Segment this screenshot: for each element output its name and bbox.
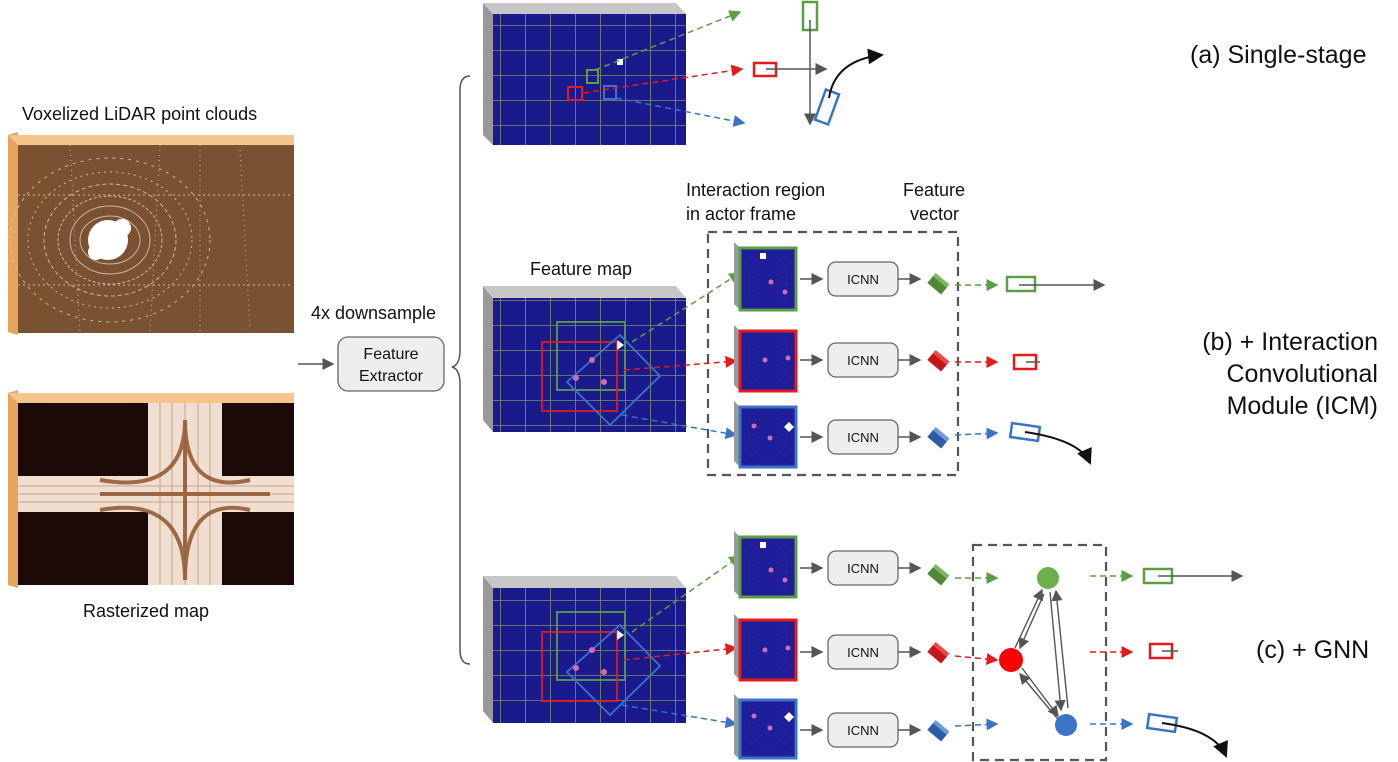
feature-extractor-box: [337, 336, 445, 392]
arrow-a-red: [582, 64, 744, 94]
gnn-node-blue: [1055, 714, 1077, 736]
region-b-green: [734, 242, 798, 312]
output-a: [752, 0, 884, 127]
region-c-red: [734, 614, 798, 682]
arrow-c-green: [631, 555, 742, 633]
lidar-image: [8, 132, 294, 335]
feature-vector-b-blue: [927, 426, 950, 449]
feature-vector-c-red: [927, 641, 950, 664]
feature-map-a: [483, 3, 686, 145]
feature-extractor-label-1: Feature: [363, 346, 418, 363]
region-b-red: [734, 325, 798, 393]
feature-map-label: Feature map: [530, 259, 633, 279]
feature-vector-c-blue: [927, 719, 950, 742]
lidar-title: Voxelized LiDAR point clouds: [22, 104, 258, 124]
icnn-label-b3: ICNN: [847, 430, 879, 445]
icnn-label-b1: ICNN: [847, 272, 879, 287]
icnn-label-c3: ICNN: [847, 723, 879, 738]
region-b-blue: [734, 401, 798, 469]
interaction-region-label-1: Interaction region: [686, 180, 826, 200]
output-b-blue-trajectory: [1024, 431, 1092, 465]
arrow-a-green: [594, 10, 742, 71]
rasterized-map: [8, 390, 294, 588]
region-c-green: [734, 531, 798, 599]
gnn-edges: [1014, 588, 1069, 725]
gnn-node-green: [1037, 567, 1059, 589]
output-b-green-box: [1005, 275, 1037, 293]
branch-brace: [451, 75, 471, 665]
feature-vector-b-green: [927, 272, 950, 295]
arrow-c-red-mid: [954, 653, 999, 665]
arrow-a-blue: [615, 97, 746, 127]
icnn-label-c2: ICNN: [847, 645, 879, 660]
icm-label-2: Convolutional: [1226, 360, 1379, 388]
arrow-c-blue-mid: [954, 718, 999, 731]
feature-vector-label-2: vector: [910, 204, 960, 224]
arrow-c-red: [623, 643, 738, 661]
feature-vector-b-red: [927, 349, 950, 372]
downsample-label: 4x downsample: [311, 303, 437, 323]
feature-map-b: [483, 286, 686, 432]
icm-dashed-box: [706, 230, 960, 477]
map-title: Rasterized map: [83, 601, 210, 621]
arrow-b-red: [623, 355, 738, 371]
icnn-label-b2: ICNN: [847, 353, 879, 368]
interaction-region-label-2: in actor frame: [686, 204, 797, 224]
single-stage-label: (a) Single-stage: [1190, 41, 1367, 69]
feature-extractor-label-2: Extractor: [359, 368, 424, 385]
icnn-label-c1: ICNN: [847, 561, 879, 576]
feature-vector-c-green: [927, 563, 950, 586]
icm-label-3: Module (ICM): [1226, 392, 1378, 420]
feature-map-c: [483, 576, 686, 723]
output-c-blue-trajectory: [1161, 722, 1228, 758]
gnn-node-red: [999, 648, 1023, 672]
arrow-b-blue-out: [954, 427, 999, 440]
region-c-blue: [734, 694, 798, 760]
arrow-b-green: [631, 272, 742, 343]
gnn-label: (c) + GNN: [1256, 636, 1370, 664]
icm-label-1: (b) + Interaction: [1202, 328, 1378, 356]
feature-vector-label-1: Feature: [903, 180, 966, 200]
